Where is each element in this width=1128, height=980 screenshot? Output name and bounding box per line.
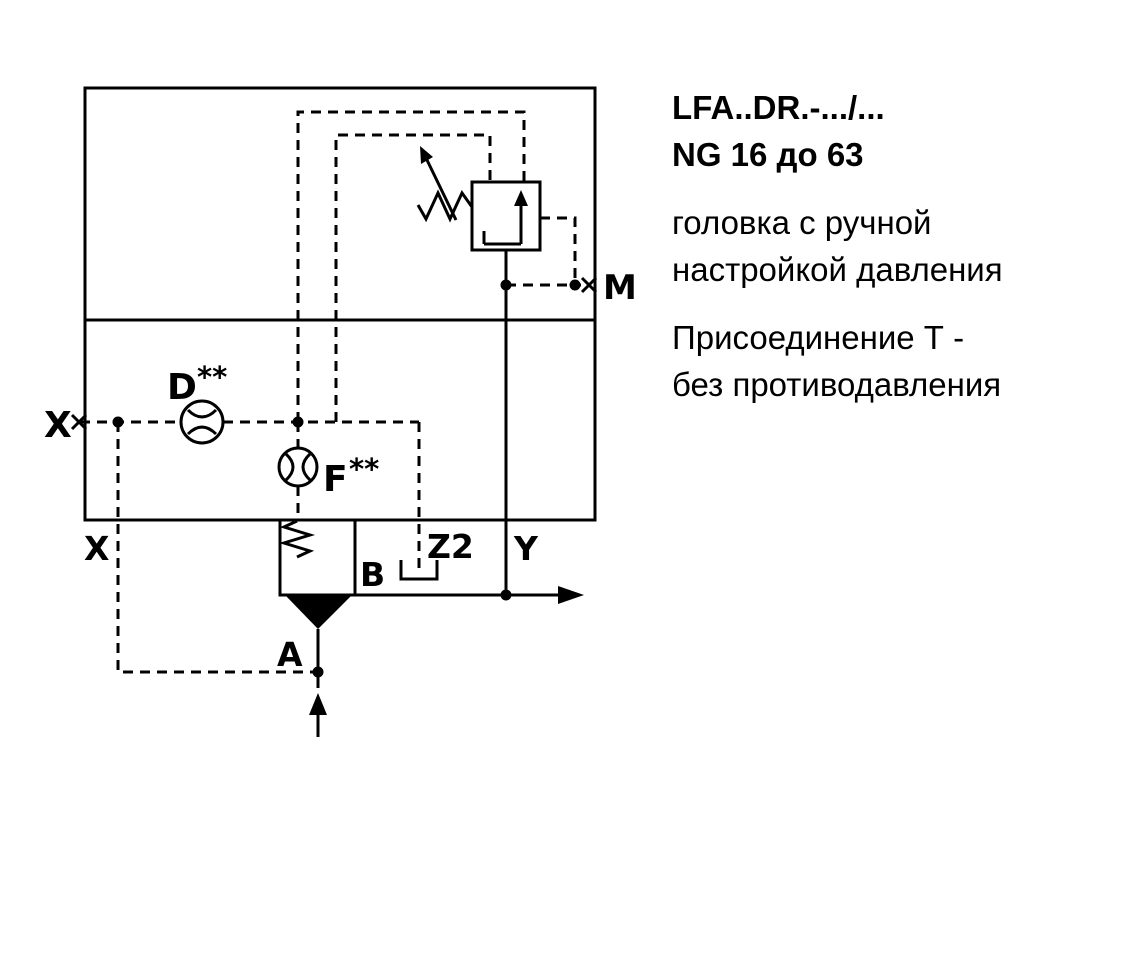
description-line-2: настройкой давления xyxy=(672,251,1003,288)
x-port-cross-icon xyxy=(70,413,88,431)
description-line-1: головка с ручной xyxy=(672,204,932,241)
pilot-line-x-to-a xyxy=(116,422,314,674)
b-port-arrowhead-icon xyxy=(558,586,584,604)
junction-dot xyxy=(569,279,581,291)
orifice-f-arc-left xyxy=(284,452,295,482)
main-lines xyxy=(309,250,584,737)
relief-valve-flow-arrowhead-icon xyxy=(514,190,528,206)
a-port-arrowhead-icon xyxy=(309,693,327,715)
junction-dot xyxy=(312,666,324,678)
pilot-line-inner-loop xyxy=(334,133,492,422)
relief-valve-box xyxy=(470,180,542,252)
relief-valve-spring-icon xyxy=(416,189,474,223)
housing xyxy=(83,86,597,522)
pilot-relief-valve xyxy=(416,146,542,252)
cartridge-poppet-icon xyxy=(286,596,351,629)
adjustment-arrow-shaft xyxy=(425,159,458,221)
orifice-d-arc-top xyxy=(186,408,218,419)
label-orifice-f-stars: ** xyxy=(349,452,379,486)
label-port-b: B xyxy=(360,555,385,594)
model-code: LFA..DR.-.../... xyxy=(672,89,885,126)
cartridge-box xyxy=(278,518,357,597)
label-orifice-d-stars: ** xyxy=(197,360,227,394)
junction-dot xyxy=(500,279,512,291)
info-panel: LFA..DR.-.../... NG 16 до 63 головка с р… xyxy=(672,84,1122,408)
m-port-cross-icon xyxy=(580,276,598,294)
cartridge-valve xyxy=(278,518,357,629)
junction-dots xyxy=(112,279,581,678)
port-marks xyxy=(70,276,598,581)
note-line-2: без противодавления xyxy=(672,366,1002,403)
pilot-line-valve-drain xyxy=(540,216,577,285)
label-port-m: M xyxy=(603,268,637,308)
label-orifice-d: D xyxy=(167,367,197,408)
label-port-x-bottom: X xyxy=(84,529,109,568)
orifice-f-arc-right xyxy=(301,452,312,482)
label-port-z2: Z2 xyxy=(427,527,474,566)
label-port-a: A xyxy=(277,635,303,674)
orifices xyxy=(179,399,319,488)
junction-dot xyxy=(112,416,124,428)
adjustment-arrowhead-icon xyxy=(420,146,433,164)
label-port-x-side: X xyxy=(44,405,72,446)
label-orifice-f: F xyxy=(323,459,348,500)
orifice-d-arc-bottom xyxy=(186,425,218,436)
label-port-y: Y xyxy=(513,529,539,568)
size-range: NG 16 до 63 xyxy=(672,136,864,173)
junction-dot xyxy=(500,589,512,601)
junction-dot xyxy=(292,416,304,428)
cartridge-spring-icon xyxy=(278,519,316,559)
housing-outline xyxy=(83,86,597,522)
pilot-line-outer-loop xyxy=(296,110,526,422)
note-line-1: Присоединение Т - xyxy=(672,319,965,356)
orifice-f-icon xyxy=(277,446,319,488)
z2-port-bracket-icon xyxy=(399,560,439,581)
